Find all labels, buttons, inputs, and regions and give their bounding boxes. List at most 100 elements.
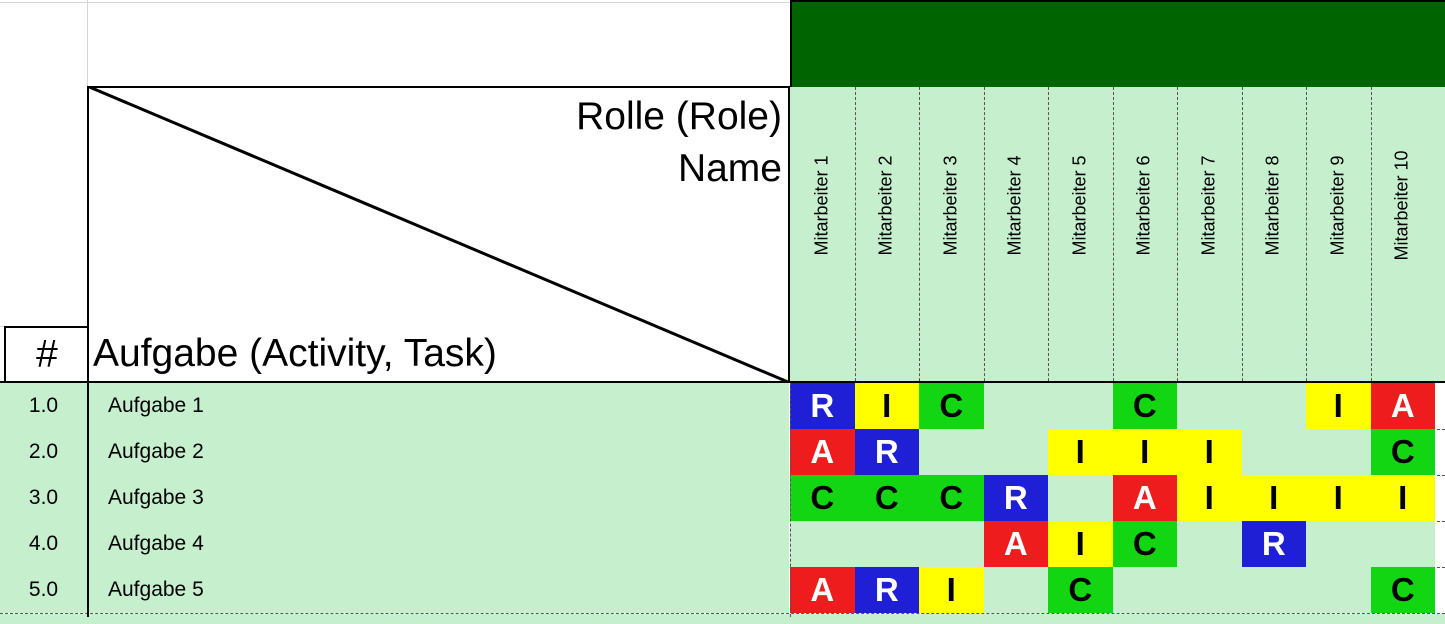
raci-cell[interactable] — [1306, 521, 1371, 567]
diagonal-line — [87, 86, 789, 382]
column-header-1: Mitarbeiter 1 — [790, 90, 854, 320]
column-header-label: Mitarbeiter 6 — [1134, 154, 1155, 256]
raci-cell[interactable]: I — [1241, 475, 1306, 521]
task-header-label: Aufgabe (Activity, Task) — [93, 332, 497, 375]
column-header-label: Mitarbeiter 2 — [876, 154, 897, 256]
raci-cell[interactable]: I — [1306, 475, 1371, 521]
diagonal-header-box — [87, 86, 790, 382]
raci-cell[interactable] — [1241, 429, 1306, 475]
column-header-label: Mitarbeiter 9 — [1327, 154, 1348, 256]
raci-cell[interactable] — [1370, 521, 1435, 567]
raci-cell[interactable] — [983, 429, 1048, 475]
role-label: Rolle (Role) — [576, 95, 782, 138]
raci-cell[interactable]: C — [854, 475, 919, 521]
raci-cell[interactable] — [1177, 521, 1242, 567]
row-number[interactable]: 2.0 — [0, 429, 87, 475]
raci-cell[interactable] — [983, 567, 1048, 613]
raci-cell[interactable]: C — [1370, 429, 1435, 475]
column-separator — [854, 87, 856, 617]
column-separator — [1048, 87, 1049, 617]
task-name[interactable]: Aufgabe 5 — [87, 567, 789, 613]
raci-cell[interactable]: I — [1177, 475, 1242, 521]
raci-cell[interactable]: R — [790, 383, 855, 429]
raci-cell[interactable]: A — [790, 567, 855, 613]
raci-cell[interactable]: I — [1177, 429, 1242, 475]
raci-cell[interactable] — [1241, 567, 1306, 613]
raci-cell[interactable]: A — [790, 429, 855, 475]
column-header-7: Mitarbeiter 7 — [1177, 90, 1241, 320]
column-header-label: Mitarbeiter 7 — [1198, 154, 1219, 256]
raci-cell[interactable]: R — [854, 429, 919, 475]
task-name[interactable]: Aufgabe 4 — [87, 521, 789, 567]
column-header-label: Mitarbeiter 5 — [1069, 154, 1090, 256]
raci-cell[interactable]: C — [919, 383, 984, 429]
column-header-9: Mitarbeiter 9 — [1306, 90, 1370, 320]
table-row-partial — [0, 614, 1445, 624]
column-separator — [919, 87, 920, 617]
task-name[interactable]: Aufgabe 2 — [87, 429, 789, 475]
task-name[interactable]: Aufgabe 3 — [87, 475, 789, 521]
row-number[interactable]: 3.0 — [0, 475, 87, 521]
row-number[interactable]: 1.0 — [0, 383, 87, 429]
raci-cell[interactable]: I — [1370, 475, 1435, 521]
raci-cell[interactable]: C — [1112, 521, 1177, 567]
raci-cell[interactable] — [1048, 475, 1113, 521]
column-header-4: Mitarbeiter 4 — [984, 90, 1048, 320]
raci-cell[interactable]: C — [1370, 567, 1435, 613]
task-name[interactable]: Aufgabe 1 — [87, 383, 789, 429]
raci-cell[interactable] — [1241, 383, 1306, 429]
raci-cell[interactable]: C — [919, 475, 984, 521]
raci-cell[interactable]: R — [854, 567, 919, 613]
raci-cell[interactable] — [1177, 567, 1242, 613]
raci-cell[interactable]: C — [1112, 383, 1177, 429]
raci-cell[interactable]: A — [1370, 383, 1435, 429]
column-separator — [1370, 87, 1372, 617]
row-number[interactable]: 5.0 — [0, 567, 87, 613]
column-header-label: Mitarbeiter 10 — [1392, 149, 1412, 261]
column-header-label: Mitarbeiter 3 — [940, 154, 961, 256]
raci-cell[interactable]: I — [854, 383, 919, 429]
column-header-5: Mitarbeiter 5 — [1048, 90, 1112, 320]
column-separator — [983, 87, 985, 617]
raci-cell[interactable]: R — [983, 475, 1048, 521]
raci-cell[interactable] — [790, 521, 855, 567]
raci-cell[interactable] — [1306, 567, 1371, 613]
column-header-6: Mitarbeiter 6 — [1113, 90, 1177, 320]
column-header-label: Mitarbeiter 8 — [1263, 154, 1284, 256]
hash-label: # — [36, 333, 58, 376]
raci-cell[interactable] — [919, 429, 984, 475]
raci-cell[interactable]: A — [983, 521, 1048, 567]
raci-cell[interactable]: I — [919, 567, 984, 613]
task-column-border — [87, 382, 89, 617]
name-label: Name — [677, 147, 782, 190]
column-separator — [1241, 87, 1243, 617]
raci-cell[interactable] — [1112, 567, 1177, 613]
column-separator — [1177, 87, 1178, 617]
raci-cell[interactable] — [854, 521, 919, 567]
raci-cell[interactable]: I — [1306, 383, 1371, 429]
row-number[interactable]: 4.0 — [0, 521, 87, 567]
raci-cell[interactable]: A — [1112, 475, 1177, 521]
column-separator — [790, 383, 791, 617]
header-bottom-border — [0, 381, 1445, 383]
column-header-label: Mitarbeiter 4 — [1005, 154, 1026, 256]
raci-cell[interactable]: I — [1048, 521, 1113, 567]
sheet-gridline — [0, 2, 790, 3]
raci-cell[interactable] — [1048, 383, 1113, 429]
column-header-label: Mitarbeiter 1 — [811, 154, 832, 256]
raci-cell[interactable] — [919, 521, 984, 567]
column-header-10: Mitarbeiter 10 — [1371, 90, 1435, 320]
raci-cell[interactable]: I — [1112, 429, 1177, 475]
column-separator — [1306, 87, 1307, 617]
raci-cell[interactable]: C — [1048, 567, 1113, 613]
raci-cell[interactable]: R — [1241, 521, 1306, 567]
raci-cell[interactable] — [1306, 429, 1371, 475]
raci-cell[interactable]: C — [790, 475, 855, 521]
raci-cell[interactable] — [1177, 383, 1242, 429]
hash-header-cell: # — [4, 326, 88, 382]
raci-cell[interactable]: I — [1048, 429, 1113, 475]
raci-cell[interactable] — [983, 383, 1048, 429]
